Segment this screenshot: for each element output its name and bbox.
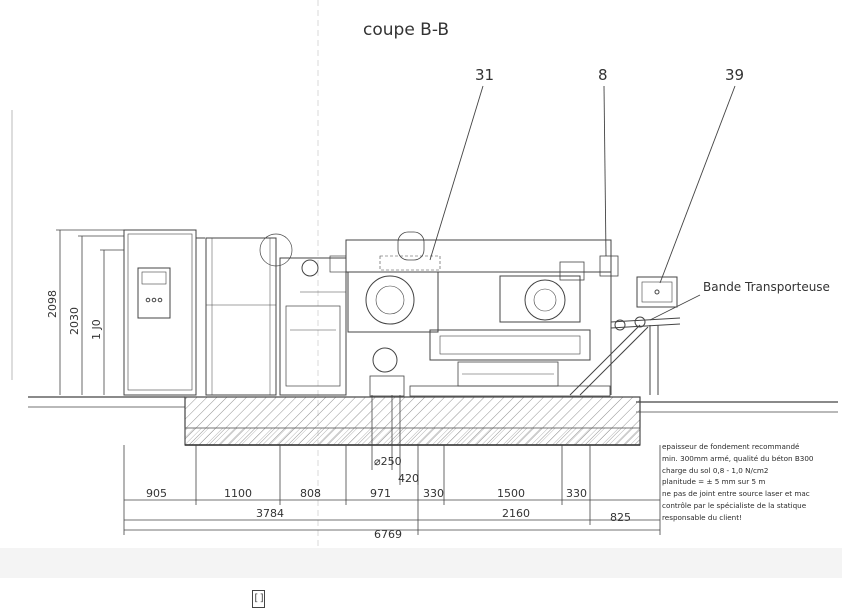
callout-8: 8: [598, 66, 608, 84]
dim-330-right: 330: [566, 487, 587, 500]
dim-825: 825: [610, 511, 631, 524]
conveyor-label: Bande Transporteuse: [703, 280, 830, 294]
dim-diameter-250: ⌀250: [374, 455, 402, 468]
note-line: planitude = ± 5 mm sur 5 m: [662, 477, 766, 487]
vertical-dimensions: [56, 229, 124, 395]
horizontal-dimensions: [123, 395, 661, 535]
dim-1100: 1100: [224, 487, 252, 500]
footer-square-box: []: [252, 590, 265, 608]
main-machine-body: [345, 231, 619, 397]
dim-2030: 2030: [68, 307, 81, 335]
callout-31: 31: [475, 66, 494, 84]
dim-1J0: 1 J0: [90, 319, 103, 340]
callout-39: 39: [725, 66, 744, 84]
dim-905: 905: [146, 487, 167, 500]
callout-leaders: [429, 85, 736, 321]
note-line: min. 300mm armé, qualité du béton B300: [662, 453, 814, 463]
note-line: contrôle par le spécialiste de la statiq…: [662, 500, 807, 510]
note-line: responsable du client!: [662, 512, 742, 522]
module-808: [279, 255, 347, 396]
module-1100: [205, 233, 293, 396]
ground-and-foundation: [28, 396, 838, 446]
foundation-notes: epaisseur de fondement recommandé min. 3…: [662, 441, 837, 524]
dim-2160: 2160: [502, 507, 530, 520]
dim-971: 971: [370, 487, 391, 500]
dim-808: 808: [300, 487, 321, 500]
scan-band: [0, 548, 842, 578]
note-line: epaisseur de fondement recommandé: [662, 442, 800, 451]
dim-6769-total: 6769: [374, 528, 402, 541]
dim-330-left: 330: [423, 487, 444, 500]
note-line: ne pas de joint entre source laser et ma…: [662, 489, 810, 499]
footer-box-label: []: [253, 593, 266, 604]
dim-1500: 1500: [497, 487, 525, 500]
dim-2098: 2098: [46, 290, 59, 318]
conveyor-section: [569, 276, 681, 396]
drawing-title: coupe B-B: [363, 20, 449, 40]
dim-420: 420: [398, 472, 419, 485]
note-line: charge du sol 0,8 - 1,0 N/cm2: [662, 465, 769, 475]
electrical-cabinet: [123, 229, 205, 396]
dim-3784: 3784: [256, 507, 284, 520]
